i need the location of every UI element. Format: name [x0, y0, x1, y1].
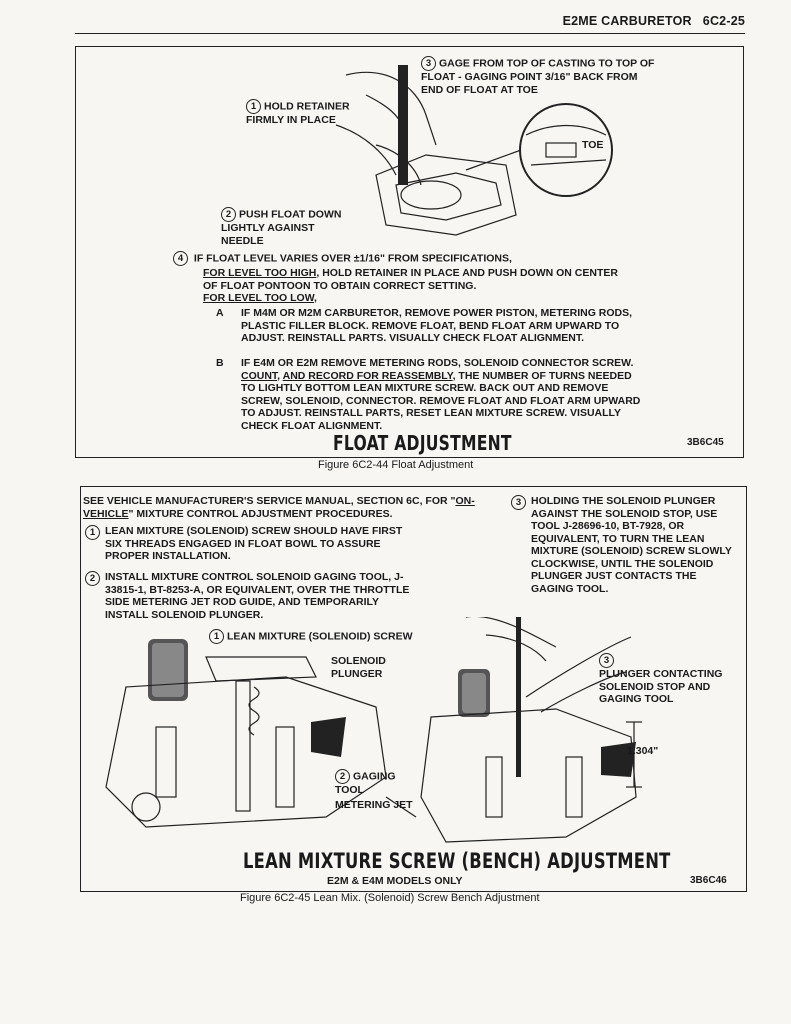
step-b-letter: B: [216, 357, 224, 369]
step-number: 1: [85, 525, 100, 540]
intro-text: SEE VEHICLE MANUFACTURER'S SERVICE MANUA…: [83, 495, 475, 520]
figure-title: FLOAT ADJUSTMENT: [333, 431, 512, 455]
step-3: 3 HOLDING THE SOLENOID PLUNGER AGAINST T…: [509, 495, 741, 595]
callout-number: 1: [246, 99, 261, 114]
label-metering-jet: METERING JET: [335, 799, 413, 811]
dimension-label: 1.304": [627, 745, 659, 757]
figure-caption: Figure 6C2-45 Lean Mix. (Solenoid) Screw…: [240, 892, 540, 904]
figure-title: LEAN MIXTURE SCREW (BENCH) ADJUSTMENT: [243, 849, 671, 873]
callout-number: 3: [599, 653, 614, 668]
step-2: 2 INSTALL MIXTURE CONTROL SOLENOID GAGIN…: [83, 571, 423, 621]
step-number: 2: [85, 571, 100, 586]
callout-number: 2: [335, 769, 350, 784]
section-title: E2ME CARBURETOR: [562, 14, 692, 28]
label-plunger-contacting: 3 PLUNGER CONTACTING SOLENOID STOP AND G…: [599, 653, 723, 705]
label-toe: TOE: [582, 139, 604, 151]
figure-caption: Figure 6C2-44 Float Adjustment: [318, 459, 474, 471]
figure-code: 3B6C46: [690, 875, 727, 886]
step-a: IF M4M OR M2M CARBURETOR, REMOVE POWER P…: [241, 307, 633, 344]
note-number: 4: [173, 251, 188, 266]
float-level-note: 4 IF FLOAT LEVEL VARIES OVER ±1/16" FROM…: [173, 251, 633, 266]
figure-code: 3B6C45: [687, 437, 724, 448]
level-too-low: FOR LEVEL TOO LOW,: [203, 292, 317, 304]
figure-subtitle: E2M & E4M MODELS ONLY: [327, 875, 463, 887]
header-rule: [75, 33, 745, 34]
callout-number: 2: [221, 207, 236, 222]
label-solenoid-plunger: SOLENOID PLUNGER: [331, 655, 386, 680]
note-intro: IF FLOAT LEVEL VARIES OVER ±1/16" FROM S…: [193, 252, 512, 265]
figure-lean-mixture: SEE VEHICLE MANUFACTURER'S SERVICE MANUA…: [80, 486, 747, 892]
step-a-letter: A: [216, 307, 224, 319]
page-header: E2ME CARBURETOR 6C2-25: [563, 14, 745, 28]
float-illustration: [335, 65, 613, 236]
page-number: 6C2-25: [702, 14, 745, 28]
step-number: 3: [511, 495, 526, 510]
step-b: IF E4M OR E2M REMOVE METERING RODS, SOLE…: [241, 357, 641, 432]
callout-number: 3: [421, 56, 436, 71]
carburetor-illustration: [105, 617, 642, 843]
level-too-high: FOR LEVEL TOO HIGH, HOLD RETAINER IN PLA…: [203, 267, 618, 292]
step-1: 1 LEAN MIXTURE (SOLENOID) SCREW SHOULD H…: [83, 525, 413, 563]
callout-number: 1: [209, 629, 224, 644]
